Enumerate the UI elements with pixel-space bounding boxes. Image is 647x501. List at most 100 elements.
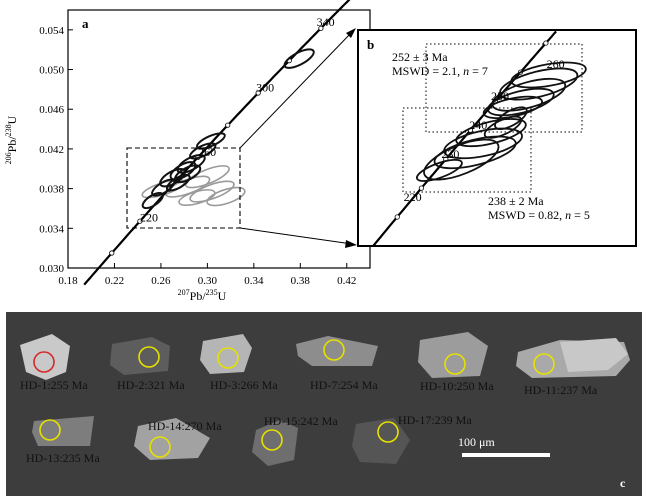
dark-ellipse	[195, 132, 226, 150]
grain-hd-7	[296, 336, 378, 366]
concordia-tick-b	[418, 185, 425, 191]
grain-label-hd-13: HD-13:235 Ma	[26, 451, 100, 465]
grain-labels: HD-1:255 Ma HD-2:321 Ma HD-3:266 Ma HD-7…	[20, 378, 598, 465]
age-labels-a: 220 260 300 340	[140, 15, 335, 224]
age-label-a: 220	[140, 210, 158, 224]
y-tick-label: 0.042	[39, 144, 64, 156]
grain-label-hd-7: HD-7:254 Ma	[310, 378, 378, 392]
age-label-b: 240	[469, 118, 487, 132]
age-label-a: 340	[317, 15, 335, 29]
upper-age-text: 252 ± 3 Ma	[392, 50, 448, 64]
x-tick-label: 0.38	[291, 275, 311, 287]
y-tick-label: 0.054	[39, 25, 64, 37]
age-label-a: 300	[256, 80, 274, 94]
ellipse-b	[433, 135, 517, 170]
analysis-spot	[138, 346, 160, 368]
dark-ellipse	[166, 173, 191, 192]
ellipses-b	[415, 61, 587, 182]
lower-mswd-text: MSWD = 0.82, n = 5	[488, 208, 590, 222]
y-tick-label: 0.030	[39, 263, 64, 275]
dark-ellipse	[283, 48, 315, 69]
grain-label-hd-2: HD-2:321 Ma	[117, 378, 185, 392]
concordia-tick-a	[225, 122, 231, 128]
zoom-connectors	[239, 28, 357, 248]
plot-a-frame	[67, 9, 371, 269]
dark-ellipse	[174, 164, 202, 184]
grain-hd-1	[20, 334, 70, 380]
age-labels-b: 220 230 240 250 260	[404, 57, 565, 204]
grain-label-hd-15: HD-15:242 Ma	[264, 414, 338, 428]
zoom-box	[126, 147, 241, 229]
concordia-ticks-a	[109, 25, 324, 256]
concordia-tick-a	[137, 218, 143, 224]
concordia-curve-b	[372, 30, 557, 247]
panel-label-b: b	[367, 37, 374, 52]
group-box-lower	[402, 107, 532, 193]
gray-ellipse	[206, 186, 246, 207]
y-tick-label: 0.050	[39, 65, 64, 77]
grain-hd-13	[32, 416, 94, 446]
age-label-b: 230	[441, 147, 459, 161]
age-label-a: 260	[198, 145, 216, 159]
analysis-spot	[444, 353, 466, 375]
grain-label-hd-1: HD-1:255 Ma	[20, 378, 88, 392]
lower-age-text: 238 ± 2 Ma	[488, 194, 544, 208]
ellipse-b	[494, 106, 528, 130]
grain-hd-3	[200, 334, 252, 374]
x-axis-label-a: 207Pb/235U	[178, 288, 227, 303]
group-box-upper	[425, 43, 583, 133]
grain-hd-11-rim	[560, 338, 628, 372]
x-tick-label: 0.26	[151, 275, 171, 287]
concordia-tick-a	[318, 25, 324, 31]
scale-bar-label: 100 μm	[458, 435, 495, 449]
analysis-spot	[377, 421, 399, 443]
age-label-b: 220	[404, 190, 422, 204]
gray-ellipse	[178, 189, 216, 207]
x-tick-label: 0.42	[337, 275, 356, 287]
gray-ellipse	[184, 165, 230, 189]
scale-bar	[462, 453, 550, 457]
x-tick-label: 0.18	[58, 275, 78, 287]
y-tick-label: 0.046	[39, 104, 64, 116]
grain-label-hd-17: HD-17:239 Ma	[398, 413, 472, 427]
grain-label-hd-14: HD-14:270 Ma	[148, 419, 222, 433]
ellipse-b	[423, 138, 500, 181]
panel-label-a: a	[82, 16, 89, 31]
analysis-spot	[261, 429, 283, 451]
analysis-spots	[33, 339, 555, 458]
y-tick-label: 0.038	[39, 184, 64, 196]
y-axis-label-a: 206Pb/238U	[4, 115, 19, 164]
grain-hd-14	[134, 418, 210, 460]
analysis-spot	[323, 339, 345, 361]
age-label-b: 260	[547, 57, 565, 71]
ellipse-b	[455, 118, 527, 148]
ellipse-b	[487, 87, 555, 117]
cl-image-panel: HD-1:255 Ma HD-2:321 Ma HD-3:266 Ma HD-7…	[6, 312, 642, 496]
concordia-tick-b	[543, 40, 549, 46]
y-tick-label: 0.034	[39, 223, 64, 235]
grain-label-hd-3: HD-3:266 Ma	[210, 378, 278, 392]
analysis-spot	[217, 347, 239, 369]
analysis-spot	[533, 353, 555, 375]
y-axis-ticks-a: 0.030 0.034 0.038 0.042 0.046 0.050 0.054	[39, 25, 73, 275]
ellipse-b	[415, 158, 463, 182]
x-tick-label: 0.30	[198, 275, 218, 287]
grain-hd-17	[352, 418, 410, 464]
concordia-tick-a	[255, 90, 261, 96]
x-tick-label: 0.22	[105, 275, 124, 287]
dark-ellipse	[176, 153, 206, 174]
concordia-tick-a	[109, 250, 115, 256]
age-label-b: 250	[491, 89, 509, 103]
grain-label-hd-10: HD-10:250 Ma	[420, 379, 494, 393]
grain-hd-15	[252, 420, 298, 466]
analysis-spot	[39, 419, 61, 441]
grain-shapes	[20, 332, 630, 466]
gray-ellipse	[189, 180, 235, 203]
analysis-spot	[33, 351, 55, 373]
dark-ellipses-a	[141, 48, 315, 210]
analysis-spot	[149, 436, 171, 458]
